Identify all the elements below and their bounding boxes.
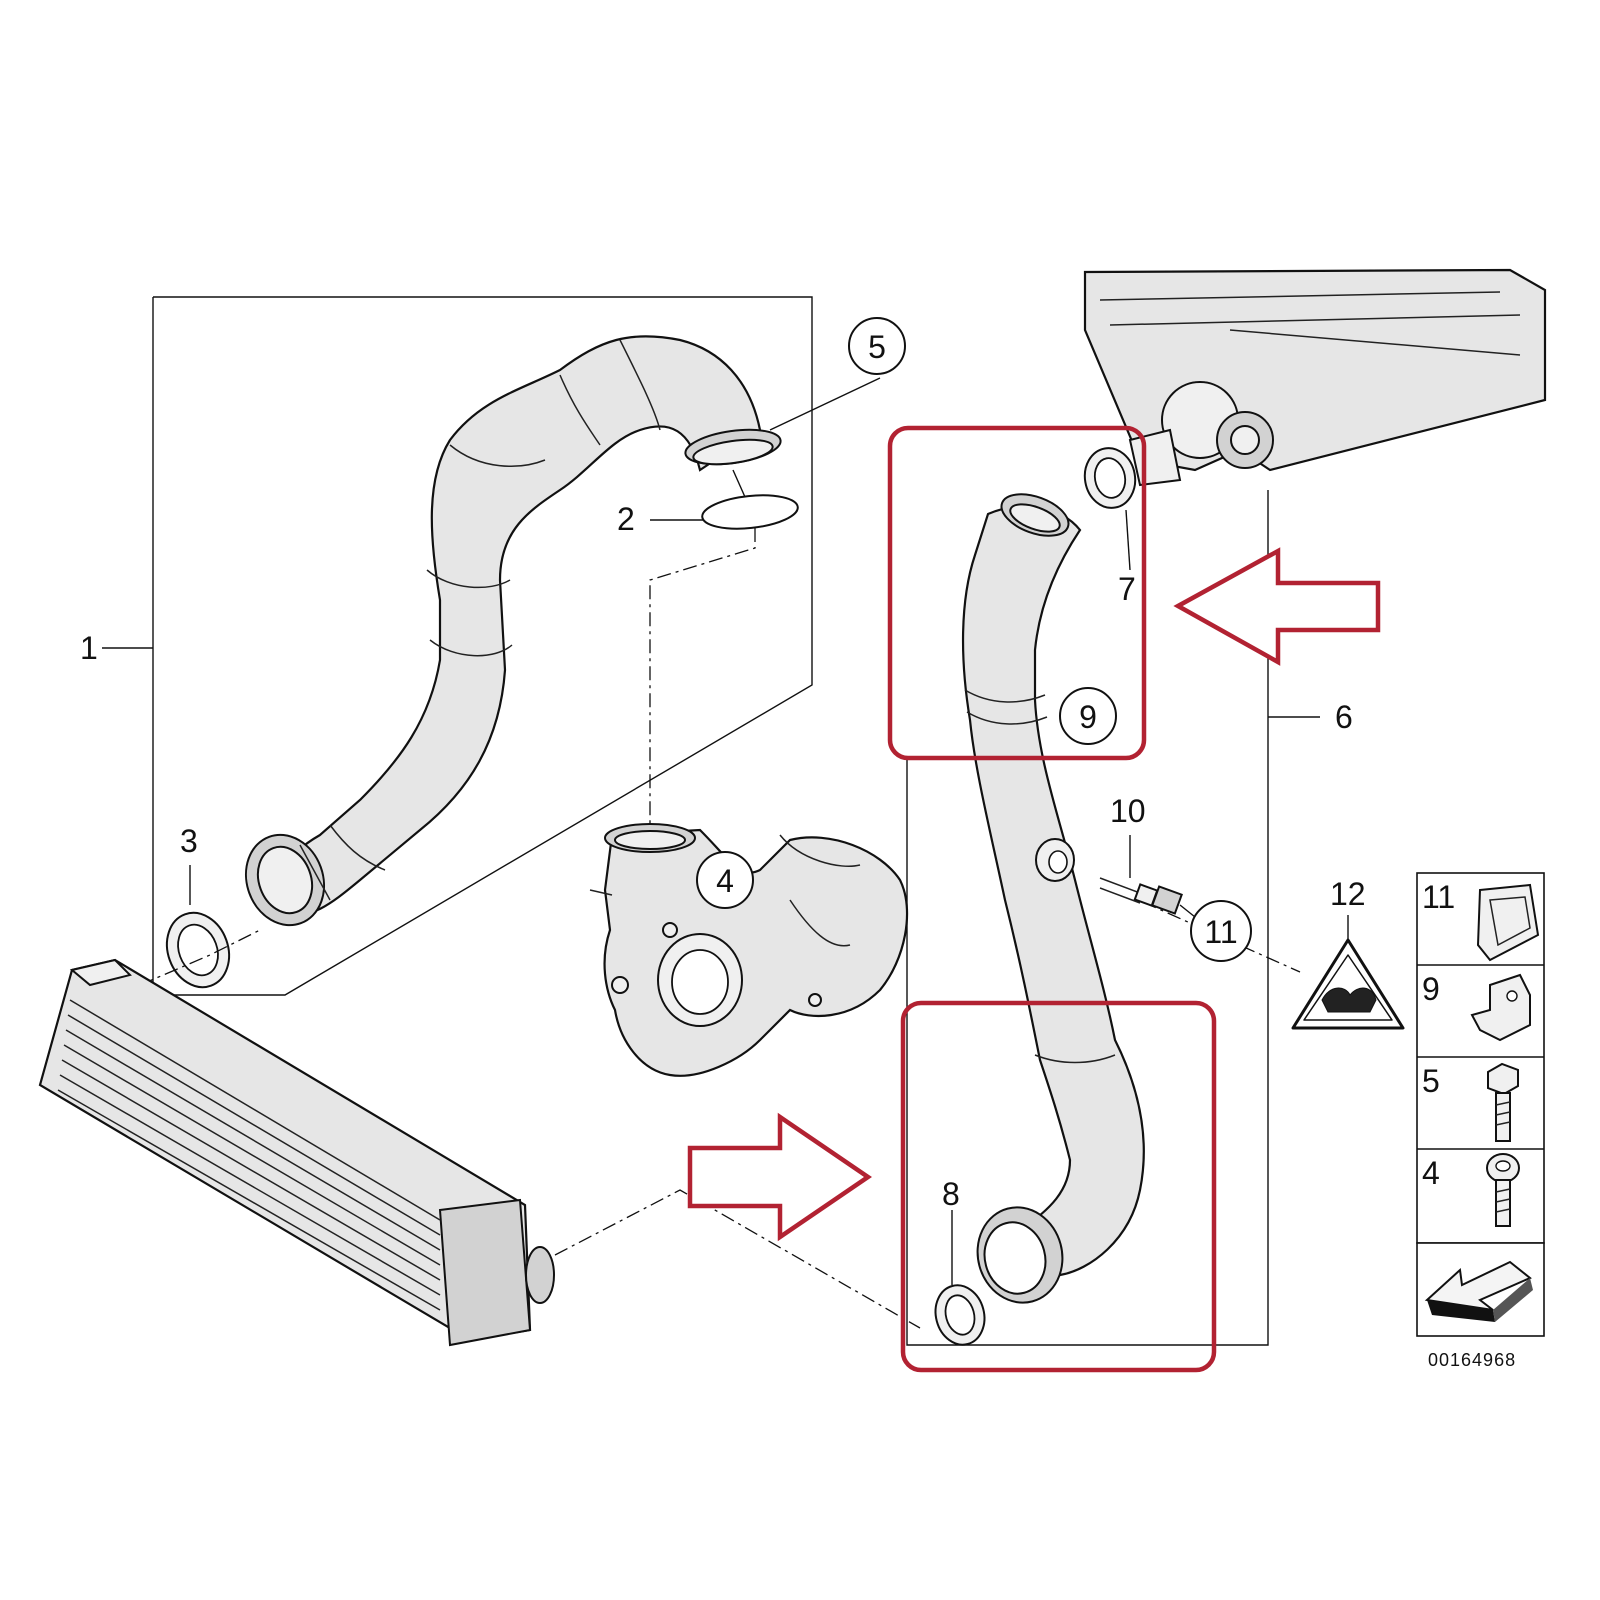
callout-1: 1: [80, 630, 98, 666]
highlight-box-lower: [900, 1000, 1217, 1373]
callout-circle-9: 9: [1059, 687, 1117, 745]
temperature-sensor[interactable]: [1099, 835, 1183, 915]
seal-ring-8[interactable]: [929, 1210, 991, 1350]
arrow-right-icon: [687, 1112, 872, 1242]
callout-7: 7: [1118, 571, 1136, 607]
o-ring-2[interactable]: [650, 469, 799, 533]
assembly-6-frame: [906, 490, 1320, 1346]
small-parts-legend: 11 9 5 4: [1416, 872, 1545, 1337]
callout-10: 10: [1110, 793, 1146, 829]
legend-label-11: 11: [1422, 879, 1455, 915]
legend-label-5: 5: [1422, 1063, 1440, 1099]
legend-label-4: 4: [1422, 1155, 1440, 1191]
bolt-hex-icon: [1487, 1062, 1519, 1142]
callout-2: 2: [617, 501, 635, 537]
centerline-turbo: [649, 528, 756, 828]
leader-5: [769, 377, 881, 431]
centerline-intercooler: [554, 1189, 921, 1329]
assembly-1-frame: [102, 296, 813, 996]
intercooler[interactable]: [38, 958, 555, 1347]
warning-label[interactable]: [1291, 915, 1405, 1030]
intake-manifold[interactable]: [1083, 268, 1547, 487]
direction-arrow-icon: [1424, 1260, 1533, 1322]
bolt-socket-icon: [1486, 1153, 1520, 1227]
callout-circle-11: 11: [1190, 900, 1252, 962]
charge-pipe-lower[interactable]: [961, 486, 1145, 1312]
seal-ring-3[interactable]: [157, 865, 239, 996]
turbocharger[interactable]: [589, 823, 909, 1077]
clamp-icon: [1470, 973, 1531, 1042]
callout-12: 12: [1330, 876, 1366, 912]
charge-pipe-upper[interactable]: [234, 335, 783, 936]
centerline-ring-3: [139, 929, 261, 986]
svg-text:11: 11: [1204, 914, 1237, 950]
svg-text:9: 9: [1079, 699, 1097, 735]
callout-circle-5: 5: [848, 317, 906, 375]
callout-3: 3: [180, 823, 198, 859]
clip-icon: [1476, 883, 1540, 962]
callout-circle-4: 4: [696, 851, 754, 909]
intercooler-fins: [57, 999, 441, 1311]
diagram-reference-number: 00164968: [1428, 1350, 1516, 1370]
arrow-left-icon: [1173, 547, 1381, 666]
highlight-box-upper: [887, 425, 1147, 761]
callout-6: 6: [1335, 699, 1353, 735]
callout-8: 8: [942, 1176, 960, 1212]
svg-text:5: 5: [868, 329, 886, 365]
svg-text:4: 4: [716, 863, 734, 899]
seal-ring-7[interactable]: [1080, 444, 1140, 571]
legend-label-9: 9: [1422, 971, 1440, 1007]
